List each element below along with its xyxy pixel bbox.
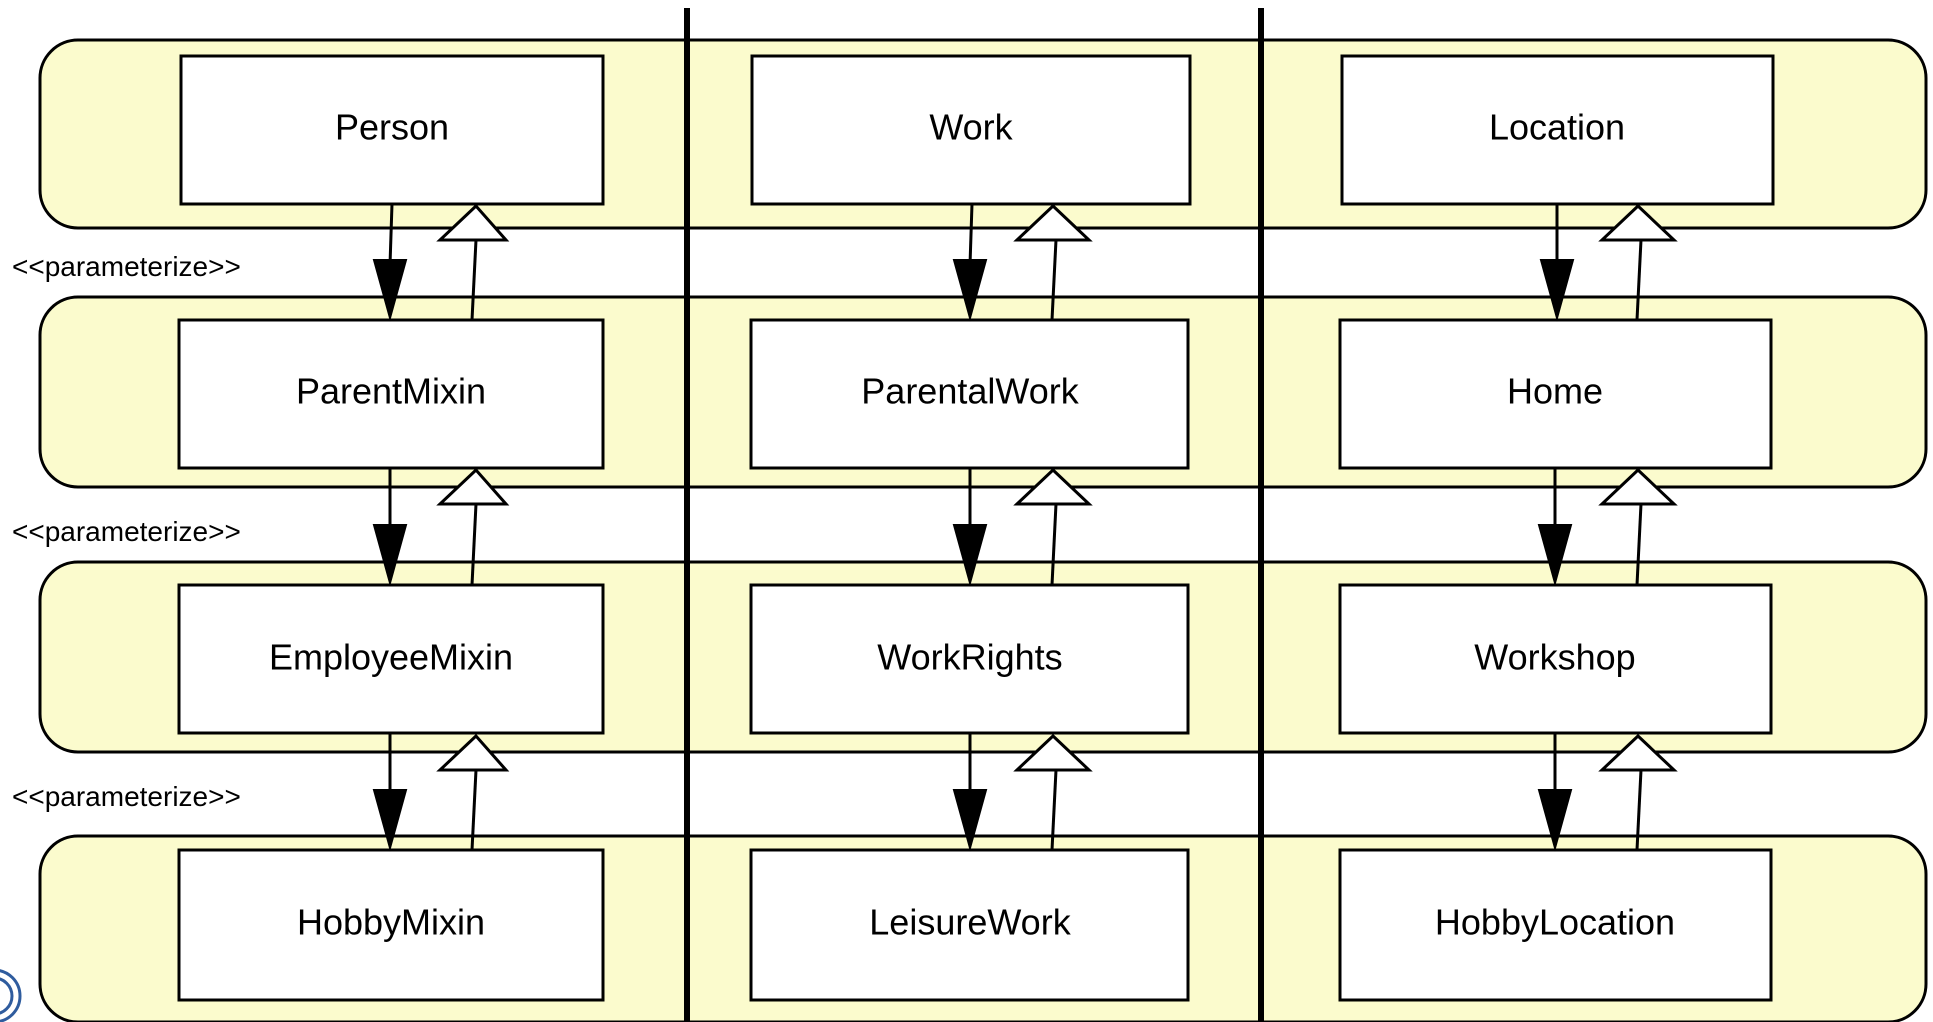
inheritance-edge-c1-r2 [470,503,478,586]
inheritance-edge-c1-r1 [470,239,478,321]
class-box-hobby-location [1338,848,1773,1002]
stereotype-label-2: <<parameterize>> [12,516,241,547]
inheritance-edge-c3-r1 [1635,239,1643,321]
class-label-hobby-location: HobbyLocation [1435,902,1675,943]
filled-arrowhead-c3-r2 [1537,524,1573,587]
class-box-hobby-mixin [177,848,605,1002]
class-box-employee-mixin [177,583,605,735]
filled-arrowhead-c1-r1 [372,259,408,322]
inheritance-edge-c2-r1 [1050,239,1058,321]
hollow-triangle-c3-r1 [1598,203,1678,242]
stereotype-label-3: <<parameterize>> [12,781,241,812]
filled-arrowhead-c1-r2 [372,524,408,587]
class-box-location [1340,54,1775,206]
class-box-parent-mixin [177,318,605,470]
hollow-triangle-c3-r3 [1598,733,1678,772]
class-box-work [750,54,1192,206]
class-label-work: Work [929,107,1013,148]
class-box-work-rights [749,583,1190,735]
hollow-triangle-c1-r1 [436,203,510,242]
class-label-person: Person [335,107,449,148]
hollow-triangle-c2-r1 [1013,203,1093,242]
hollow-triangle-c3-r2 [1598,467,1678,506]
hollow-triangle-c2-r2 [1013,467,1093,506]
class-label-leisure-work: LeisureWork [869,902,1071,943]
inheritance-edge-c3-r2 [1635,503,1643,586]
class-label-parental-work: ParentalWork [861,371,1079,412]
filled-arrowhead-c1-r3 [372,789,408,852]
filled-arrowhead-c2-r3 [952,789,988,852]
hollow-triangle-c1-r2 [436,467,510,506]
filled-arrowhead-c2-r1 [952,259,988,322]
inheritance-edge-c2-r3 [1050,769,1058,851]
class-box-person [179,54,605,206]
parameterize-edge-c1-r1 [388,203,394,266]
hollow-triangle-c1-r3 [436,733,510,772]
parameterize-edge-c2-r1 [968,203,974,266]
inheritance-edge-c2-r2 [1050,503,1058,586]
class-label-workshop: Workshop [1474,637,1635,678]
class-label-work-rights: WorkRights [877,637,1062,678]
filled-arrowhead-c2-r2 [952,524,988,587]
filled-arrowhead-c3-r1 [1539,259,1575,322]
class-box-leisure-work [749,848,1190,1002]
class-label-parent-mixin: ParentMixin [296,371,486,412]
class-label-hobby-mixin: HobbyMixin [297,902,485,943]
stereotype-label-1: <<parameterize>> [12,251,241,282]
seal-logo-icon [0,969,22,1022]
inheritance-edge-c3-r3 [1635,769,1643,851]
class-label-employee-mixin: EmployeeMixin [269,637,513,678]
class-box-home [1338,318,1773,470]
class-box-workshop [1338,583,1773,735]
filled-arrowhead-c3-r3 [1537,789,1573,852]
class-label-home: Home [1507,371,1603,412]
inheritance-edge-c1-r3 [470,769,478,851]
class-box-parental-work [749,318,1190,470]
class-label-location: Location [1489,107,1625,148]
hollow-triangle-c2-r3 [1013,733,1093,772]
